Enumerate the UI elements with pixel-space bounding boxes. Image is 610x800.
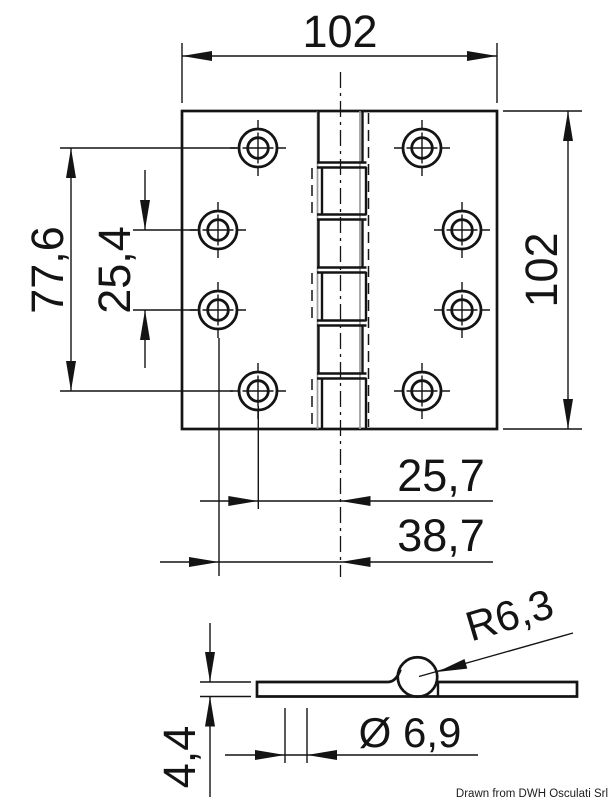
dim-offset-outer: 38,7 [160,338,493,576]
arrowhead [340,496,371,506]
arrowhead [205,696,215,727]
arrowhead [563,111,573,141]
arrowhead [228,496,259,506]
arrowhead [340,557,371,567]
dim-offset-inner: 25,7 [200,406,493,509]
dim-diameter-label: Ø 6,9 [359,709,462,756]
plate-profile [255,655,579,699]
arrowhead [437,659,468,672]
knuckle-edges [317,111,368,429]
dim-height-label: 102 [516,232,567,307]
arrowhead [189,557,219,567]
dim-hole-span-label: 77,6 [22,226,73,314]
dim-thickness-label: 4,4 [154,726,205,789]
dim-height: 102 [503,110,582,430]
top-view: 102 102 77,6 25,4 25,7 [22,6,582,577]
arrowhead [66,148,76,178]
knuckle-separators [317,161,367,380]
dim-thickness: 4,4 [154,623,251,797]
arrowhead [255,750,285,760]
dim-offset-outer-label: 38,7 [397,510,485,561]
dim-width-label: 102 [302,6,377,57]
screw-hole [188,200,248,260]
dim-diameter: Ø 6,9 [225,708,478,763]
arrowhead [307,750,337,760]
dim-hole-span: 77,6 [22,147,237,392]
arrowhead [205,652,215,682]
arrowhead [140,200,150,230]
dim-hole-pitch-label: 25,4 [89,226,140,314]
screw-hole [432,200,492,260]
dim-width: 102 [181,6,498,103]
screw-hole [392,118,452,178]
dim-offset-inner-label: 25,7 [397,450,485,501]
arrowhead [140,310,150,340]
arrowhead [66,361,76,391]
hinge-body-outline [180,109,499,431]
dim-radius-label: R6,3 [460,580,558,650]
screw-hole [188,280,248,340]
screw-hole [228,118,288,178]
credit-text: Drawn from DWH Osculati Srl [456,788,608,800]
arrowhead [182,51,212,61]
profile-view: R6,3 4,4 Ø 6,9 [154,580,579,797]
screw-hole [392,361,452,421]
knuckle-circle [396,655,439,699]
dim-radius: R6,3 [418,580,574,678]
arrowhead [467,51,497,61]
screw-hole [432,280,492,340]
barrel-shadow-lines [316,111,361,429]
arrowhead [563,399,573,429]
dim-hole-pitch: 25,4 [89,170,197,368]
